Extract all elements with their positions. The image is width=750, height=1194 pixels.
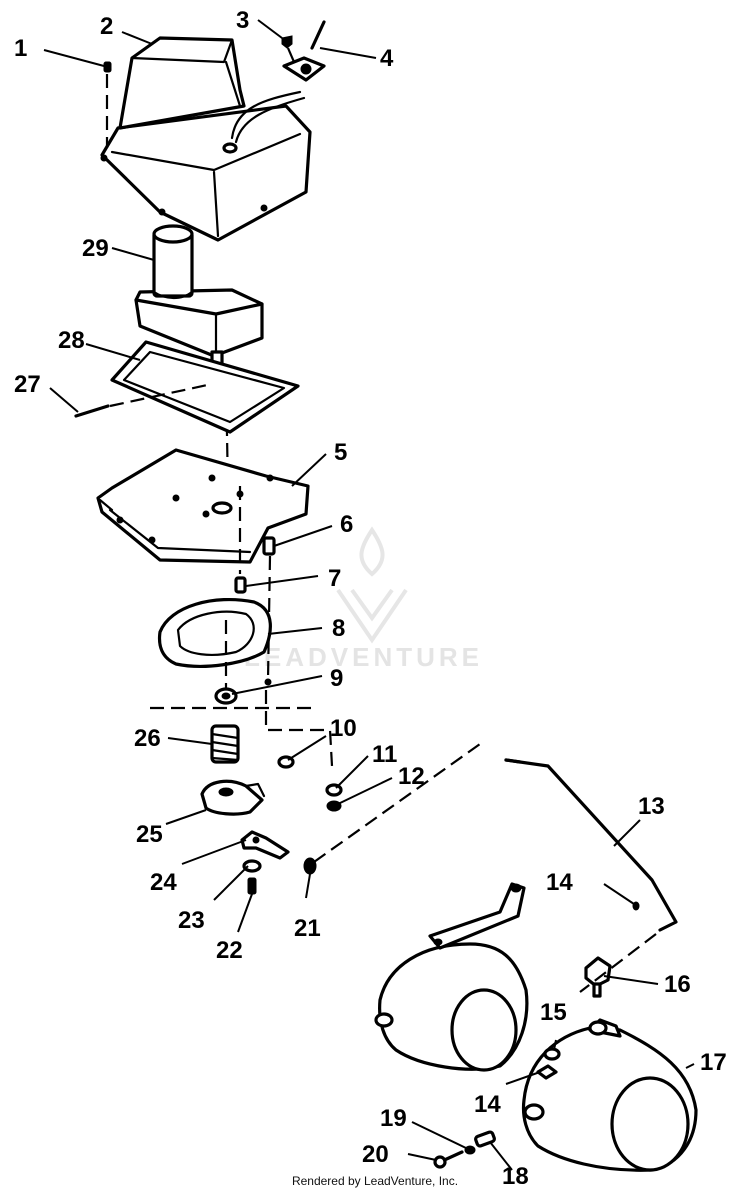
callout-13: 13 bbox=[638, 793, 665, 820]
part-19-washer bbox=[464, 1145, 476, 1155]
callout-7: 7 bbox=[328, 565, 341, 592]
watermark-text: LEADVENTURE bbox=[244, 642, 483, 672]
part-3-screw bbox=[281, 35, 296, 63]
callout-6: 6 bbox=[340, 511, 353, 538]
part-7-screw bbox=[234, 576, 247, 594]
callout-17: 17 bbox=[700, 1049, 727, 1076]
part-2-cover bbox=[100, 36, 312, 242]
callout-18: 18 bbox=[502, 1163, 529, 1190]
callout-4: 4 bbox=[380, 45, 394, 72]
part-5-plate bbox=[96, 448, 310, 574]
part-17-throttle-body bbox=[521, 1018, 698, 1172]
callout-27: 27 bbox=[14, 371, 41, 398]
callout-20: 20 bbox=[362, 1141, 389, 1168]
part-14-clip-b bbox=[536, 1064, 558, 1080]
part-28-gasket bbox=[110, 340, 300, 434]
part-20-screw bbox=[433, 1150, 464, 1169]
part-15-washer bbox=[543, 1047, 561, 1061]
part-12-nut bbox=[326, 800, 342, 812]
part-21-bushing bbox=[303, 857, 317, 875]
callout-5: 5 bbox=[334, 439, 347, 466]
callout-14-upper: 14 bbox=[546, 869, 573, 896]
callout-15: 15 bbox=[540, 999, 567, 1026]
callout-11: 11 bbox=[372, 741, 397, 768]
part-23-washer bbox=[242, 859, 262, 873]
callout-23: 23 bbox=[178, 907, 205, 934]
callout-1: 1 bbox=[14, 35, 27, 62]
part-8-ring bbox=[157, 597, 272, 688]
throttle-body-left bbox=[374, 882, 529, 1072]
callout-21: 21 bbox=[294, 915, 321, 942]
callout-14-lower: 14 bbox=[474, 1091, 501, 1118]
callout-25: 25 bbox=[136, 821, 163, 848]
part-14-clip bbox=[632, 901, 640, 911]
callout-labels: 1 2 3 4 29 28 27 5 6 7 8 9 10 11 12 26 2… bbox=[14, 7, 727, 1190]
callout-26: 26 bbox=[134, 725, 161, 752]
callout-28: 28 bbox=[58, 327, 85, 354]
callout-16: 16 bbox=[664, 971, 691, 998]
part-16-bracket bbox=[579, 933, 657, 998]
callout-3: 3 bbox=[236, 7, 249, 34]
footer-credit: Rendered by LeadVenture, Inc. bbox=[291, 1174, 459, 1188]
callout-12: 12 bbox=[398, 763, 425, 790]
part-13-rod bbox=[313, 743, 678, 932]
leadventure-watermark: LEADVENTURE bbox=[244, 526, 483, 672]
part-1-screw bbox=[103, 61, 112, 148]
part-4-grommet bbox=[282, 20, 326, 82]
part-9-nut bbox=[150, 678, 334, 767]
part-22-screw bbox=[247, 877, 257, 895]
callout-29: 29 bbox=[82, 235, 109, 262]
callout-2: 2 bbox=[100, 13, 113, 40]
callout-10: 10 bbox=[330, 715, 357, 742]
leader-lines bbox=[43, 19, 695, 1171]
part-24-lever bbox=[240, 830, 290, 860]
part-29-motor bbox=[134, 224, 264, 491]
part-25-cam bbox=[200, 779, 266, 816]
callout-8: 8 bbox=[332, 615, 345, 642]
callout-22: 22 bbox=[216, 937, 243, 964]
part-27-pin bbox=[74, 382, 213, 418]
callout-19: 19 bbox=[380, 1105, 407, 1132]
callout-9: 9 bbox=[330, 665, 343, 692]
part-26-spring bbox=[210, 724, 240, 764]
callout-24: 24 bbox=[150, 869, 177, 896]
